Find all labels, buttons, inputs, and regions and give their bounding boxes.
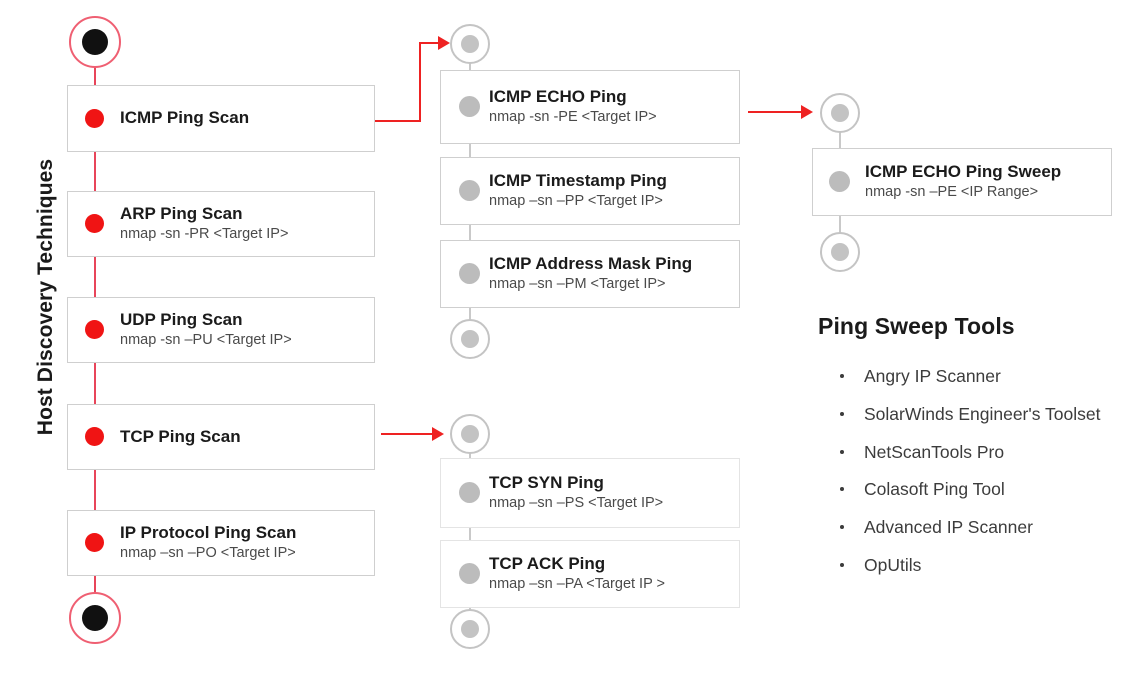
list-item-label: Angry IP Scanner	[864, 366, 1001, 386]
icmp-branch-start-node	[450, 24, 490, 64]
arrow-sweep-head	[801, 105, 813, 119]
rail-dot-icmp-echo-sweep	[829, 171, 850, 192]
node-command: nmap –sn –PP <Target IP>	[489, 193, 663, 210]
node-title: ICMP Address Mask Ping	[489, 254, 693, 274]
sweep-branch-start-node	[820, 93, 860, 133]
list-item-label: Advanced IP Scanner	[864, 517, 1033, 537]
node-command: nmap –sn –PO <Target IP>	[120, 545, 296, 562]
node-title: ICMP Ping Scan	[120, 108, 250, 128]
list-item: Colasoft Ping Tool	[818, 478, 1100, 501]
end-node-core	[82, 605, 108, 631]
list-item-label: Colasoft Ping Tool	[864, 479, 1005, 500]
tools-panel-title: Ping Sweep Tools	[818, 313, 1015, 339]
branch-node-core	[461, 620, 479, 638]
page-title: Host Discovery Techniques	[34, 158, 57, 436]
arrow-tcp-head	[432, 427, 444, 441]
rail-dot-icmp-address-mask	[459, 263, 480, 284]
node-arp-ping-scan[interactable]: ARP Ping Scan nmap -sn -PR <Target IP>	[67, 191, 375, 257]
node-command: nmap -sn -PE <Target IP>	[489, 109, 657, 126]
branch-node-core	[461, 330, 479, 348]
arrow-icmp-top-segment	[419, 42, 441, 44]
node-command: nmap –sn –PM <Target IP>	[489, 276, 666, 293]
rail-dot-icmp-timestamp	[459, 180, 480, 201]
list-item: OpUtils	[818, 554, 1100, 577]
rail-dot-arp	[85, 214, 104, 233]
node-command: nmap -sn -PR <Target IP>	[120, 226, 289, 243]
rail-dot-tcp-syn	[459, 482, 480, 503]
tools-list: Angry IP Scanner SolarWinds Engineer's T…	[818, 365, 1100, 592]
rail-dot-icmp-echo	[459, 96, 480, 117]
node-tcp-syn-ping[interactable]: TCP SYN Ping nmap –sn –PS <Target IP>	[440, 458, 740, 528]
node-icmp-echo-ping[interactable]: ICMP ECHO Ping nmap -sn -PE <Target IP>	[440, 70, 740, 144]
tcp-branch-rail	[469, 434, 471, 628]
node-title: TCP SYN Ping	[489, 473, 604, 493]
node-command: nmap –sn –PA <Target IP >	[489, 576, 665, 593]
node-tcp-ack-ping[interactable]: TCP ACK Ping nmap –sn –PA <Target IP >	[440, 540, 740, 608]
left-rail-start-node	[69, 16, 121, 68]
tcp-branch-end-node	[450, 609, 490, 649]
arrow-icmp-horizontal-segment	[375, 120, 421, 122]
rail-dot-udp	[85, 320, 104, 339]
arrow-sweep-segment	[748, 111, 805, 113]
node-title: IP Protocol Ping Scan	[120, 523, 297, 543]
bullet-icon	[840, 487, 844, 492]
rail-dot-ip-protocol	[85, 533, 104, 552]
branch-node-core	[831, 243, 849, 261]
branch-node-core	[831, 104, 849, 122]
arrow-icmp-vertical-segment	[419, 42, 421, 122]
node-title: ARP Ping Scan	[120, 204, 243, 224]
node-udp-ping-scan[interactable]: UDP Ping Scan nmap -sn –PU <Target IP>	[67, 297, 375, 363]
branch-node-core	[461, 35, 479, 53]
node-icmp-ping-scan[interactable]: ICMP Ping Scan	[67, 85, 375, 152]
rail-dot-tcp-ack	[459, 563, 480, 584]
list-item: Advanced IP Scanner	[818, 516, 1100, 539]
node-command: nmap -sn –PE <IP Range>	[865, 184, 1039, 201]
node-icmp-timestamp-ping[interactable]: ICMP Timestamp Ping nmap –sn –PP <Target…	[440, 157, 740, 225]
list-item-label: NetScanTools Pro	[864, 441, 1005, 462]
node-tcp-ping-scan[interactable]: TCP Ping Scan	[67, 404, 375, 470]
list-item-label: SolarWinds Engineer's Toolset	[864, 403, 1101, 424]
list-item-label: OpUtils	[864, 554, 922, 575]
branch-node-core	[461, 425, 479, 443]
bullet-icon	[840, 411, 844, 416]
start-node-core	[82, 29, 108, 55]
list-item: Angry IP Scanner	[818, 365, 1100, 388]
arrow-icmp-head	[438, 36, 450, 50]
node-title: ICMP ECHO Ping Sweep	[865, 162, 1062, 182]
node-title: ICMP ECHO Ping	[489, 87, 627, 107]
node-title: UDP Ping Scan	[120, 310, 243, 330]
node-icmp-echo-ping-sweep[interactable]: ICMP ECHO Ping Sweep nmap -sn –PE <IP Ra…	[812, 148, 1112, 216]
node-command: nmap –sn –PS <Target IP>	[489, 495, 664, 512]
icmp-branch-end-node	[450, 319, 490, 359]
arrow-tcp-segment	[381, 433, 435, 435]
list-item: NetScanTools Pro	[818, 441, 1100, 464]
bullet-icon	[840, 525, 844, 529]
node-ip-protocol-ping-scan[interactable]: IP Protocol Ping Scan nmap –sn –PO <Targ…	[67, 510, 375, 576]
sweep-branch-end-node	[820, 232, 860, 272]
bullet-icon	[840, 374, 844, 378]
node-title: TCP Ping Scan	[120, 426, 241, 446]
bullet-icon	[840, 562, 844, 567]
rail-dot-icmp	[85, 109, 104, 128]
tcp-branch-start-node	[450, 414, 490, 454]
node-title: TCP ACK Ping	[489, 554, 606, 574]
node-command: nmap -sn –PU <Target IP>	[120, 332, 292, 349]
node-title: ICMP Timestamp Ping	[489, 171, 667, 191]
rail-dot-tcp	[85, 427, 104, 446]
left-rail-end-node	[69, 592, 121, 644]
node-icmp-address-mask-ping[interactable]: ICMP Address Mask Ping nmap –sn –PM <Tar…	[440, 240, 740, 308]
bullet-icon	[840, 449, 844, 454]
list-item: SolarWinds Engineer's Toolset	[818, 403, 1100, 426]
